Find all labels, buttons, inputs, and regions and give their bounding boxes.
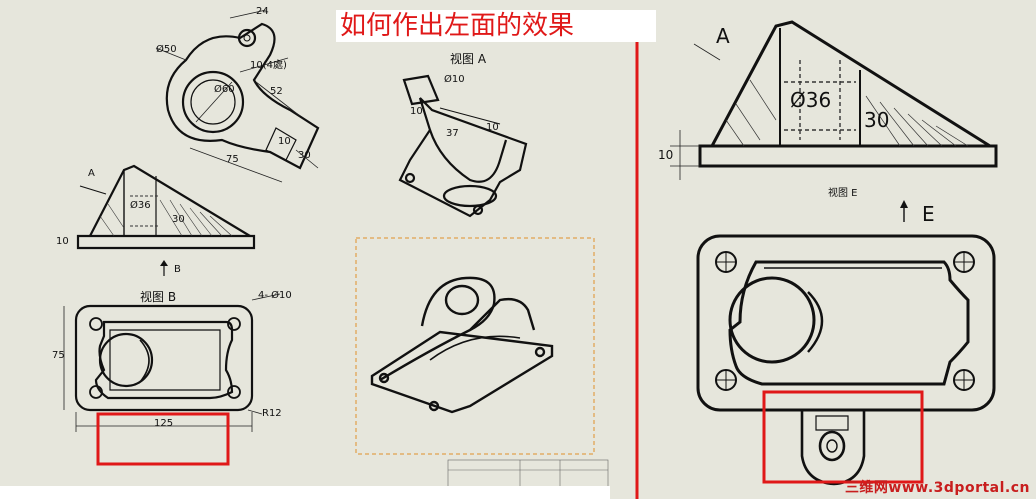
right-dim-dia36: Ø36 [790,88,832,112]
right-side-dashes [784,60,856,140]
right-side-view [698,20,998,168]
right-dim-10: 10 [658,148,674,162]
dim-top-30: 30 [298,150,311,161]
right-view-e-holes [715,251,975,391]
dim-a-10: 10 [410,106,423,117]
highlight-box-right [762,390,924,484]
dim-side-30: 30 [172,214,185,225]
iso-frame [355,237,595,455]
bottom-strip [0,486,610,499]
right-view-e-plate [696,234,996,412]
iso-model [370,276,554,414]
view-b-label: 视图 B [140,290,177,304]
dim-b-125: 125 [154,418,174,429]
arrow-b-head [160,260,168,266]
dim-a-37: 37 [446,128,459,139]
arrow-a-left [79,185,107,195]
dim-b-holes: 4- Ø10 [258,290,292,301]
arrow-e-head [900,200,908,208]
side-view-hatch [99,199,233,237]
view-b-holes [89,317,241,399]
dim-side-dia36: Ø36 [130,200,151,211]
right-arrow-e-label: E [922,202,935,226]
right-side-hatch [725,79,969,147]
view-a-bracket [398,74,528,218]
top-view-dim-lines [155,9,319,183]
dim-side-10: 10 [56,236,69,247]
side-arrow-a: A [88,168,95,179]
dim-top-75: 75 [226,154,239,165]
dim-top-dia50: Ø50 [156,44,177,55]
dim-top-24: 24 [256,6,269,17]
highlight-box-left [96,412,230,466]
dim-b-75: 75 [52,350,65,361]
right-dim-30: 30 [864,108,890,132]
dim-top-52: 52 [270,86,283,97]
dim-top-10: 10 [278,136,291,147]
page-title: 如何作出左面的效果 [336,10,656,42]
dim-top-dia60: Ø60 [214,84,235,95]
dim-a-dia10: Ø10 [444,74,465,85]
dim-top-10-4: 10(4處) [250,60,287,71]
dim-a-10b: 10 [486,122,499,133]
watermark: 三维网www.3dportal.cn [844,480,1030,496]
dim-b-r12: R12 [262,408,282,419]
side-view-triangle [76,164,256,250]
right-side-dim-lines [670,43,721,180]
arrow-b-label: B [174,264,181,275]
right-lug [800,410,866,486]
top-view-link [165,22,320,170]
view-b-dim-lines [63,293,281,432]
view-a-label: 视图 A [450,52,487,66]
right-arrow-a-label: A [716,24,730,48]
right-view-e-label: 视图 E [828,188,858,199]
